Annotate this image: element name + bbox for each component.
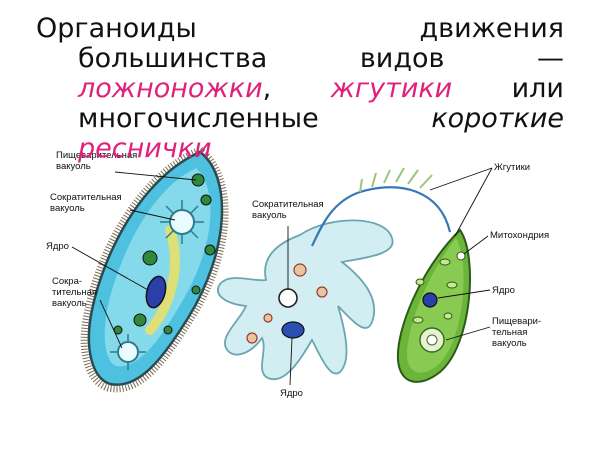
contractile-vacuole-top	[160, 200, 204, 244]
heading-line-2: большинства видов —	[36, 44, 564, 74]
euglena-chloroplasts	[412, 258, 458, 324]
label-nucleus-left: Ядро	[46, 241, 69, 252]
label-flagella-right: Жгутики	[494, 162, 531, 173]
paramecium-illustration	[71, 146, 229, 393]
heading-word: или	[511, 73, 564, 104]
amoeba-contractile-vacuole	[278, 288, 298, 308]
amoeba-food-vacuoles	[246, 263, 328, 344]
label-nucleus-right: Ядро	[492, 285, 515, 296]
amoeba-nucleus	[281, 321, 305, 339]
food-vacuole	[163, 325, 173, 335]
heading-word: видов	[359, 43, 445, 74]
label-digestive-vacuole-right: Пищевари- тельная вакуоль	[492, 316, 542, 349]
euglena-illustration	[311, 167, 493, 383]
euglena-flagellum	[311, 186, 452, 247]
amoeba-body	[217, 219, 394, 381]
amoeba-leader-lines	[287, 226, 293, 386]
heading-word: короткие	[431, 103, 564, 134]
paramecium-leader-lines	[71, 171, 197, 349]
term-pseudopodia: ложноножки	[78, 73, 263, 104]
heading-text: Органоиды движения большинства видов — л…	[36, 14, 564, 164]
food-vacuole	[200, 194, 212, 206]
heading-line-4: многочисленные короткие	[36, 104, 564, 134]
flagellum-hairs	[359, 167, 433, 193]
euglena-food-vacuole	[419, 327, 445, 353]
heading-word: многочисленные	[78, 103, 319, 134]
food-vacuole	[204, 244, 216, 256]
food-vacuole	[191, 285, 201, 295]
heading-word: большинства	[78, 43, 268, 74]
euglena-nucleus	[422, 292, 438, 308]
label-mitochondria-right: Митохондрия	[490, 230, 550, 241]
label-contractile-vacuole-middle: Сократительная вакуоль	[252, 199, 324, 221]
heading-word: —	[537, 43, 564, 74]
heading-line-1: Органоиды движения	[36, 14, 564, 44]
heading-line-3: ложноножки, жгутики или	[36, 74, 564, 104]
term-cilia: реснички	[78, 133, 212, 164]
term-flagella: жгутики	[330, 73, 453, 104]
euglena-leader-lines	[429, 167, 493, 341]
food-vacuole	[133, 313, 147, 327]
heading-line-5: реснички	[36, 134, 564, 164]
food-vacuole	[142, 250, 158, 266]
heading-word: Органоиды	[36, 13, 197, 44]
contractile-vacuole-bottom	[110, 334, 146, 370]
label-digestive-vacuole-left: Пищеварительная вакуоль	[56, 150, 138, 172]
oral-groove	[145, 225, 180, 335]
euglena-mitochondrion	[456, 251, 466, 261]
label-nucleus-middle: Ядро	[280, 388, 303, 399]
comma: ,	[262, 73, 272, 104]
amoeba-illustration	[217, 219, 394, 386]
cilia-fringe	[80, 146, 229, 393]
term-group: ложноножки,	[78, 74, 271, 104]
heading-word: движения	[419, 13, 564, 44]
label-contractile-vacuole-left-bottom: Сокра- тительная вакуоль	[52, 276, 98, 309]
label-contractile-vacuole-left-top: Сократительная вакуоль	[50, 192, 122, 214]
